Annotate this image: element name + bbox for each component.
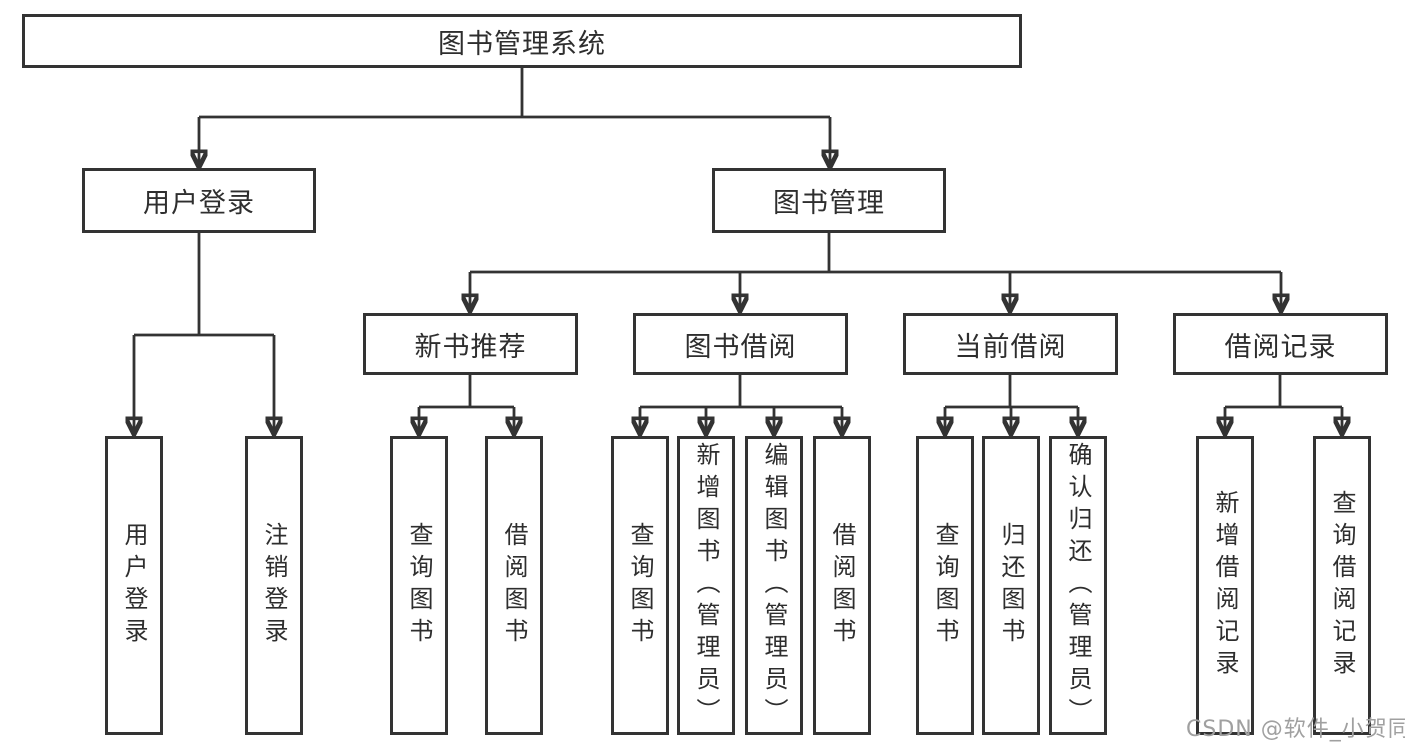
node-logout: 注销登录	[245, 436, 303, 735]
node-add-books-admin: 新增图书（管理员）	[677, 436, 735, 735]
node-user-login-branch-label: 用户登录	[143, 188, 255, 219]
node-book-borrow-label: 图书借阅	[684, 331, 797, 363]
edges-borrow-records	[1225, 375, 1342, 432]
node-borrow-records: 借阅记录	[1173, 313, 1388, 375]
node-confirm-return-admin: 确认归还（管理员）	[1049, 436, 1107, 735]
node-library-system-label: 图书管理系统	[438, 28, 606, 60]
node-borrow-records-label: 借阅记录	[1224, 331, 1337, 363]
edges-current-borrow	[945, 375, 1078, 432]
node-query-books-recommend: 查询图书	[390, 436, 448, 735]
node-logout-label: 注销登录	[260, 521, 288, 650]
node-current-borrow-label: 当前借阅	[954, 331, 1067, 363]
node-edit-books-admin-label: 编辑图书（管理员）	[760, 441, 788, 730]
node-current-borrow: 当前借阅	[903, 313, 1118, 375]
node-borrow-books-recommend: 借阅图书	[485, 436, 543, 735]
edges-book-management-branch	[470, 233, 1281, 309]
node-return-books: 归还图书	[982, 436, 1040, 735]
node-confirm-return-admin-label: 确认归还（管理员）	[1064, 441, 1092, 730]
node-user-login: 用户登录	[105, 436, 163, 735]
node-query-borrow-record-label: 查询借阅记录	[1328, 489, 1356, 682]
node-library-system: 图书管理系统	[22, 14, 1022, 68]
edges-book-borrow	[640, 375, 842, 432]
node-book-management: 图书管理	[712, 168, 946, 233]
node-user-login-label: 用户登录	[120, 521, 148, 650]
node-return-books-label: 归还图书	[997, 521, 1025, 650]
edges-new-book-recommend	[419, 375, 514, 432]
node-edit-books-admin: 编辑图书（管理员）	[745, 436, 803, 735]
node-query-books-borrow-label: 查询图书	[626, 521, 654, 650]
node-user-login-branch: 用户登录	[82, 168, 316, 233]
node-query-books-current: 查询图书	[916, 436, 974, 735]
node-add-books-admin-label: 新增图书（管理员）	[692, 441, 720, 730]
node-add-borrow-record-label: 新增借阅记录	[1211, 489, 1239, 682]
node-book-borrow: 图书借阅	[633, 313, 848, 375]
node-borrow-books-leaf-label: 借阅图书	[828, 521, 856, 650]
node-new-book-recommend-label: 新书推荐	[414, 331, 527, 363]
node-query-borrow-record: 查询借阅记录	[1313, 436, 1371, 735]
node-borrow-books-recommend-label: 借阅图书	[500, 521, 528, 650]
node-borrow-books-leaf: 借阅图书	[813, 436, 871, 735]
edges-root-to-level2	[199, 68, 830, 165]
node-book-management-label: 图书管理	[773, 188, 885, 219]
node-add-borrow-record: 新增借阅记录	[1196, 436, 1254, 735]
node-query-books-recommend-label: 查询图书	[405, 521, 433, 650]
node-query-books-borrow: 查询图书	[611, 436, 669, 735]
edges-user-login-branch	[134, 233, 274, 432]
csdn-watermark: CSDN @软件_小贺同学	[1186, 717, 1405, 742]
node-query-books-current-label: 查询图书	[931, 521, 959, 650]
node-new-book-recommend: 新书推荐	[363, 313, 578, 375]
